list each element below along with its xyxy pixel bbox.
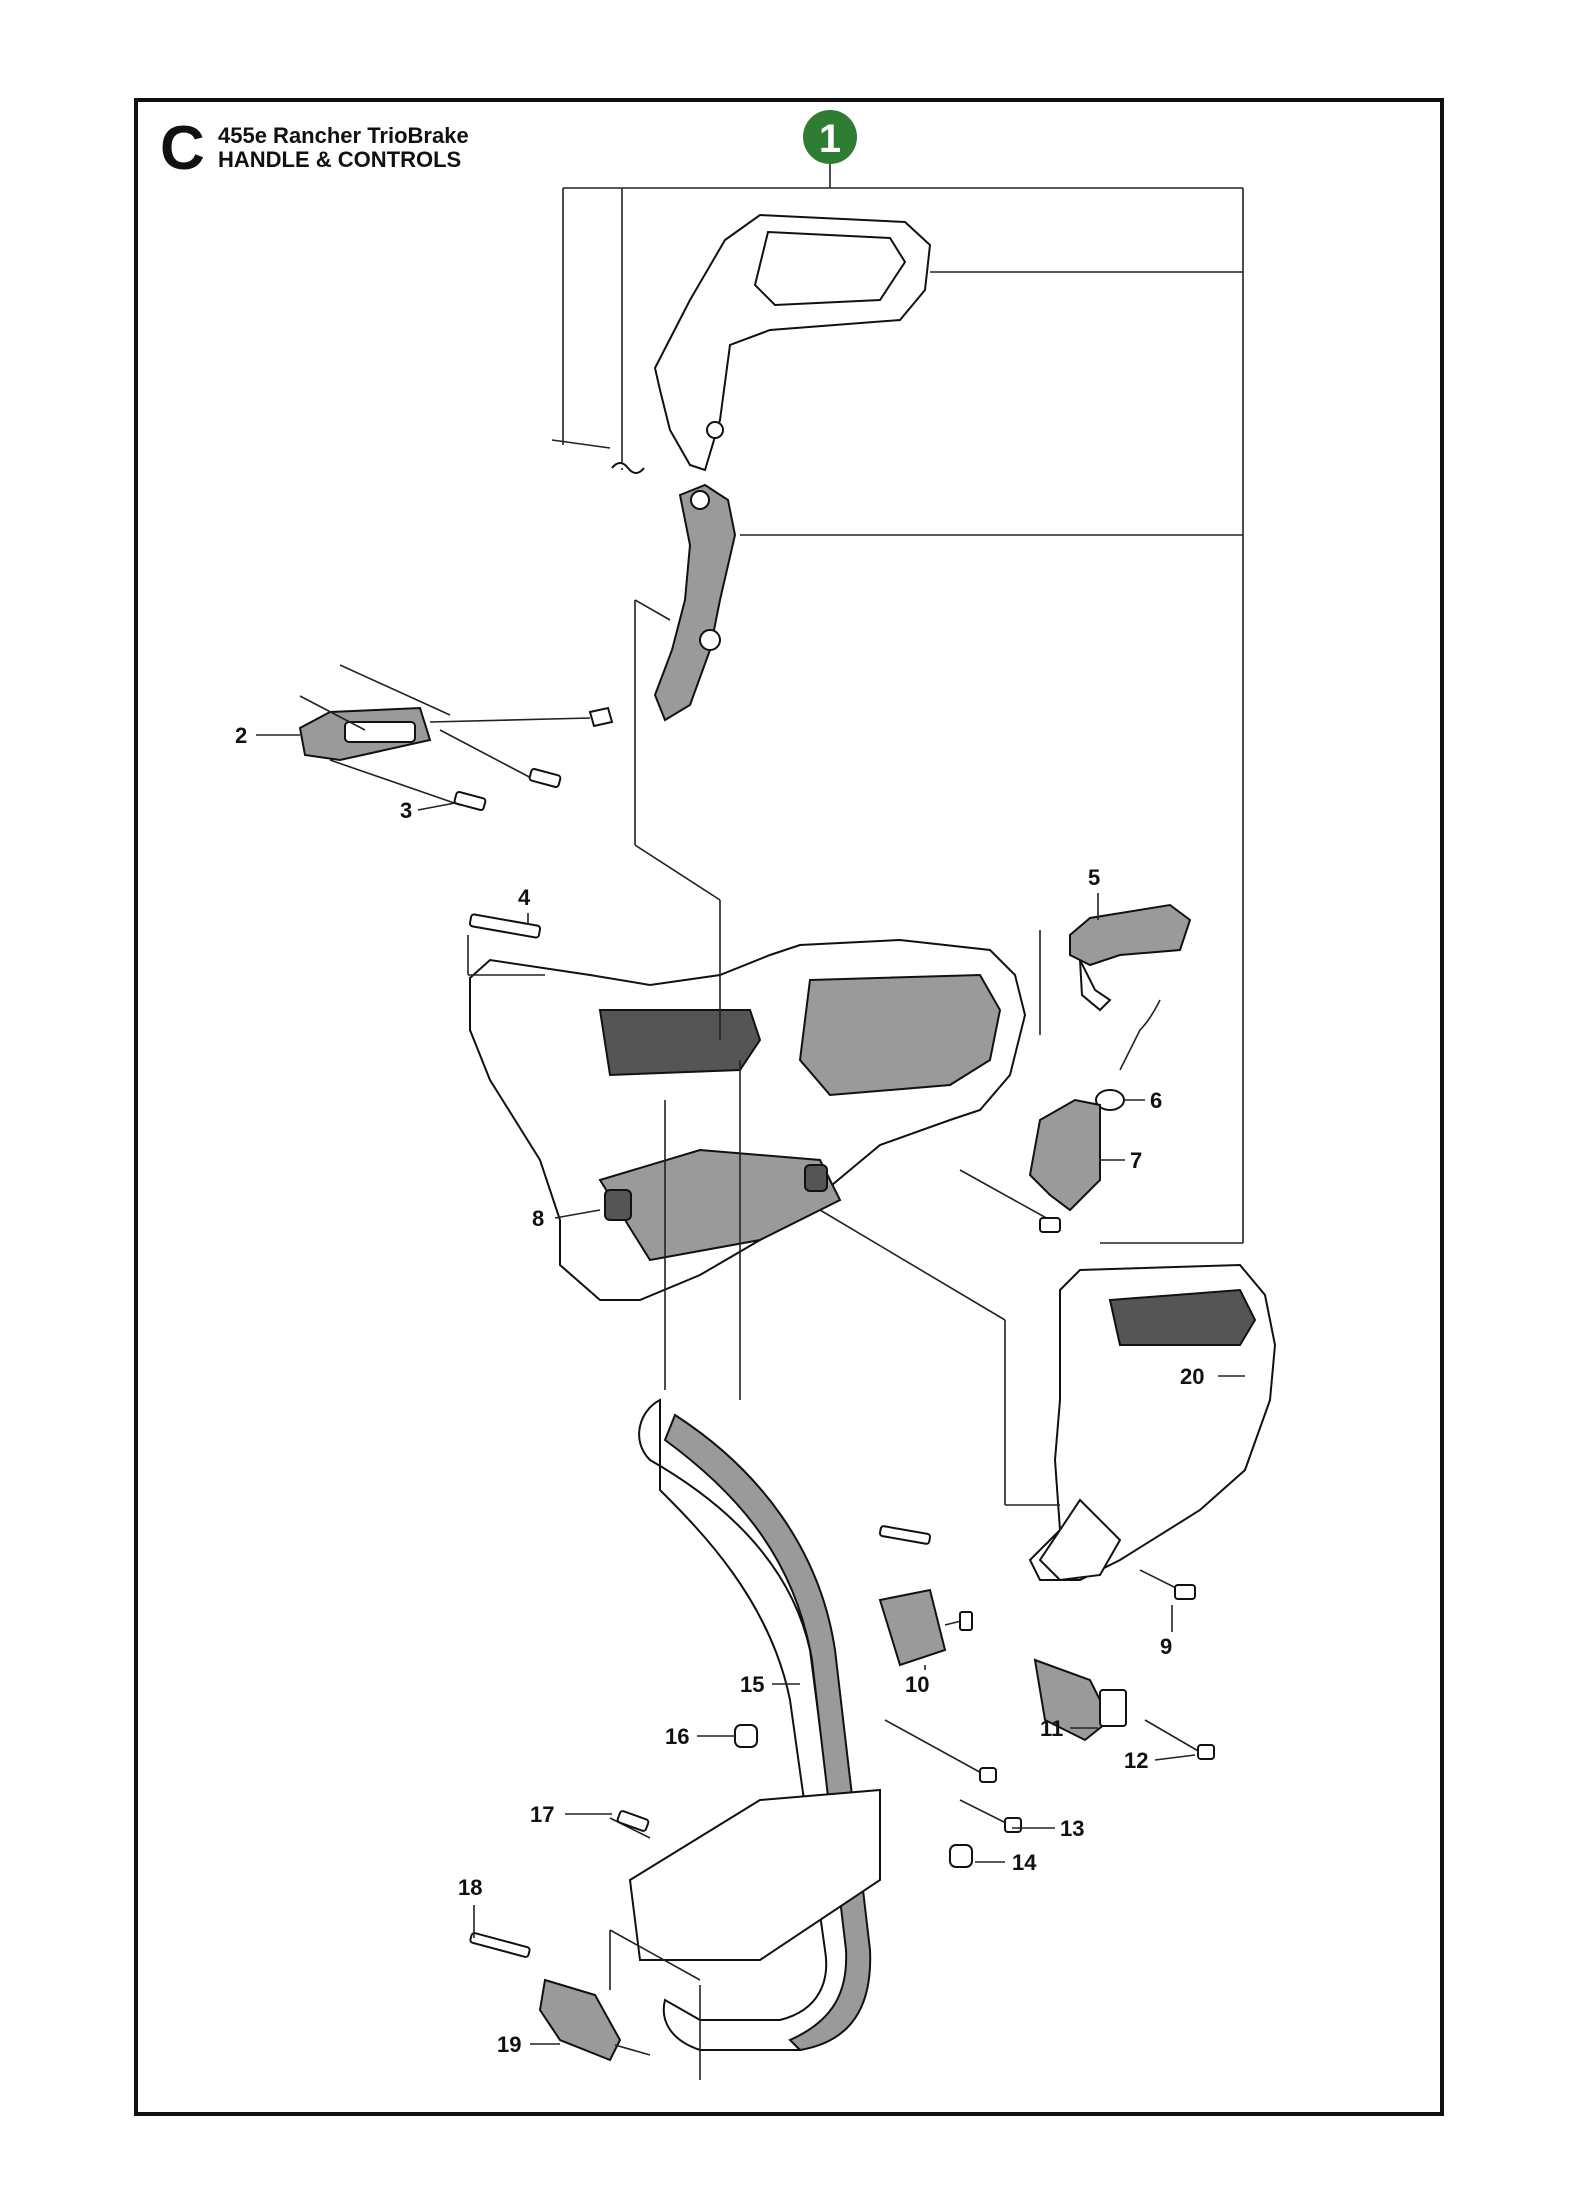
bolt-part-9 bbox=[1139, 1569, 1196, 1600]
callout-7: 7 bbox=[1130, 1148, 1142, 1173]
assembly-badge: 1 bbox=[803, 110, 857, 164]
diagram-title: 455e Rancher TrioBrake bbox=[218, 123, 469, 148]
callout-8: 8 bbox=[532, 1206, 544, 1231]
bolt-part-4 bbox=[467, 913, 545, 976]
damper-part-10 bbox=[878, 1588, 973, 1667]
lever-part-5 bbox=[1069, 903, 1192, 1012]
callout-12: 12 bbox=[1124, 1748, 1148, 1773]
badge-label: 1 bbox=[819, 117, 841, 161]
callout-6: 6 bbox=[1150, 1088, 1162, 1113]
section-letter: C bbox=[160, 114, 205, 183]
top-handle-part bbox=[653, 213, 932, 472]
damper-part-19 bbox=[538, 1978, 651, 2062]
bolt-part-18 bbox=[469, 1932, 531, 1958]
callout-17: 17 bbox=[530, 1802, 554, 1827]
diagram-frame bbox=[134, 98, 1444, 2116]
callout-labels: 2 3 4 5 6 7 8 9 10 11 12 13 14 15 16 17 bbox=[235, 723, 1245, 2057]
callout-9: 9 bbox=[1160, 1634, 1172, 1659]
bolt-part-12 bbox=[1144, 1719, 1215, 1760]
callout-18: 18 bbox=[458, 1875, 482, 1900]
callout-5: 5 bbox=[1088, 865, 1100, 890]
assembly-bracket bbox=[562, 162, 1244, 1244]
callout-3: 3 bbox=[400, 798, 412, 823]
rear-handle-housing-part bbox=[469, 938, 1027, 1301]
spring-part-6 bbox=[1095, 999, 1161, 1111]
callout-10: 10 bbox=[905, 1672, 929, 1697]
callout-4: 4 bbox=[518, 885, 531, 910]
callout-13: 13 bbox=[1060, 1816, 1084, 1841]
hardware-parts bbox=[609, 1719, 1022, 1868]
screw-parts-3 bbox=[329, 729, 562, 812]
bolt-part-10a bbox=[878, 1525, 932, 1545]
guide-lines bbox=[609, 599, 1060, 2080]
catch-part-7 bbox=[959, 1098, 1101, 1233]
damper-part-11 bbox=[1033, 1658, 1127, 1742]
callout-15: 15 bbox=[740, 1672, 764, 1697]
diagram-subtitle: HANDLE & CONTROLS bbox=[218, 147, 462, 172]
callout-20: 20 bbox=[1180, 1364, 1204, 1389]
callout-14: 14 bbox=[1012, 1850, 1037, 1875]
callout-11: 11 bbox=[1040, 1716, 1063, 1741]
side-cover-part-20 bbox=[1028, 1263, 1277, 1582]
callout-2: 2 bbox=[235, 723, 247, 748]
stop-switch-part bbox=[298, 664, 614, 762]
throttle-trigger-part bbox=[551, 439, 737, 722]
callout-16: 16 bbox=[665, 1724, 689, 1749]
callout-19: 19 bbox=[497, 2032, 521, 2057]
